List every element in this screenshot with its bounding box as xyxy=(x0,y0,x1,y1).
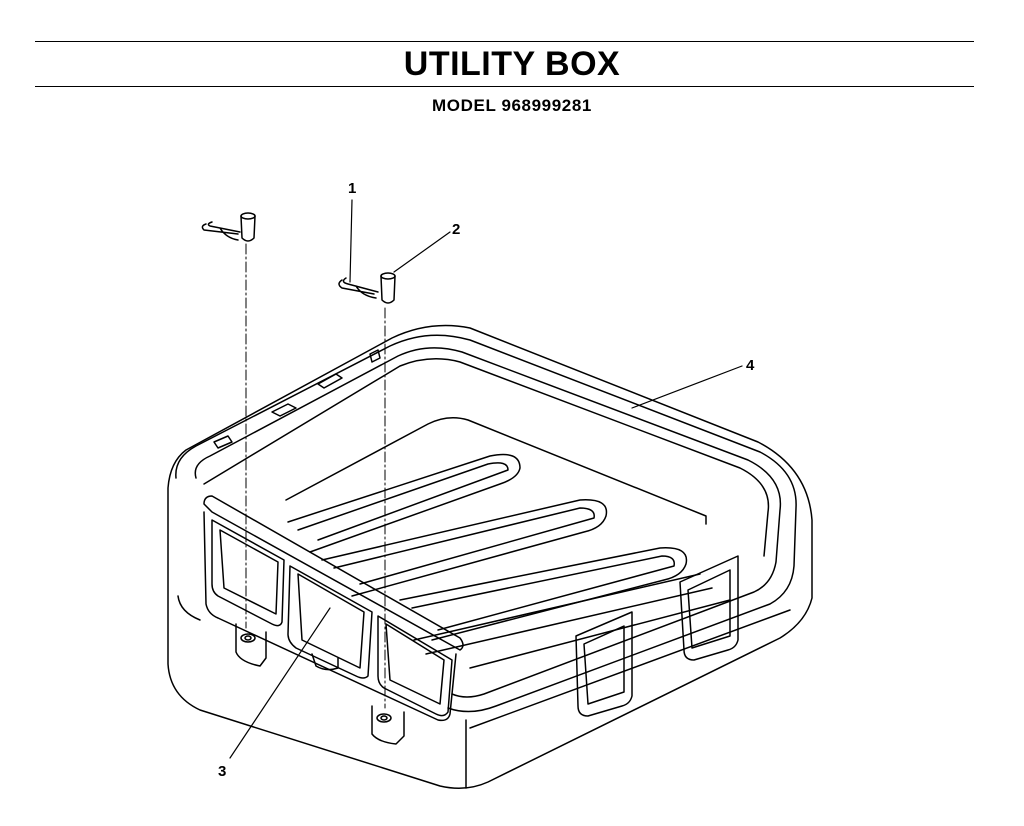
floor-runner-2 xyxy=(425,587,713,655)
assembly-centerlines xyxy=(245,243,386,709)
hinge-lugs xyxy=(235,623,405,745)
rear-wall-tabs xyxy=(213,349,381,449)
box-left-lower-edge xyxy=(177,595,201,621)
header-rule-bottom xyxy=(35,86,974,87)
leader-4 xyxy=(631,365,743,409)
box-rim-outer xyxy=(175,334,797,713)
callout-labels: 1 2 3 4 xyxy=(218,180,755,780)
callout-1: 1 xyxy=(348,180,356,197)
page-title: UTILITY BOX xyxy=(403,45,621,83)
tailgate-panel xyxy=(203,511,457,722)
leader-2 xyxy=(393,231,451,273)
leader-1 xyxy=(349,199,353,283)
floor-runner-1 xyxy=(413,573,701,641)
box-floor xyxy=(285,417,731,669)
side-handle-1 xyxy=(575,611,633,717)
tailgate-window-center xyxy=(287,565,373,679)
hardware-left xyxy=(201,212,256,242)
floor-rib-3-inner xyxy=(411,555,675,631)
clevis-pin-left-head xyxy=(240,212,256,220)
side-handles xyxy=(575,555,739,717)
header-rule-top xyxy=(35,41,974,42)
clevis-pin-2-body xyxy=(380,275,396,304)
side-handle-2 xyxy=(679,555,739,661)
box-rim-inner xyxy=(194,347,782,698)
floor-runner-3 xyxy=(469,599,731,669)
hardware-right xyxy=(338,272,396,304)
model-number: MODEL 968999281 xyxy=(432,96,592,115)
floor-rib-1 xyxy=(287,453,521,553)
hinge-lug-center xyxy=(311,653,339,671)
hairpin-clip-left xyxy=(201,221,241,241)
callout-4: 4 xyxy=(746,357,755,374)
floor-rib-2-inner xyxy=(333,507,595,585)
leader-lines xyxy=(229,199,743,759)
hinge-lug-right xyxy=(371,705,405,745)
hairpin-clip-1 xyxy=(338,277,379,299)
tailgate-window-right xyxy=(377,615,453,717)
callout-2: 2 xyxy=(452,221,460,238)
box-rim-lip xyxy=(203,358,770,557)
tailgate xyxy=(203,495,464,722)
clevis-pin-left-body xyxy=(240,215,256,242)
floor-rib-1-inner xyxy=(297,462,509,541)
hinge-lug-left xyxy=(235,623,267,667)
tailgate-top-edge xyxy=(203,495,464,651)
leader-3 xyxy=(229,607,331,759)
box-outer-outline xyxy=(167,324,813,789)
callout-3: 3 xyxy=(218,763,226,780)
floor-rib-2 xyxy=(321,499,608,597)
floor-outline xyxy=(285,417,707,525)
utility-box xyxy=(167,324,813,789)
floor-rib-3 xyxy=(399,547,688,641)
box-right-lower-edge xyxy=(469,609,791,729)
tailgate-window-left xyxy=(211,519,285,627)
clevis-pin-2-head xyxy=(380,272,396,280)
